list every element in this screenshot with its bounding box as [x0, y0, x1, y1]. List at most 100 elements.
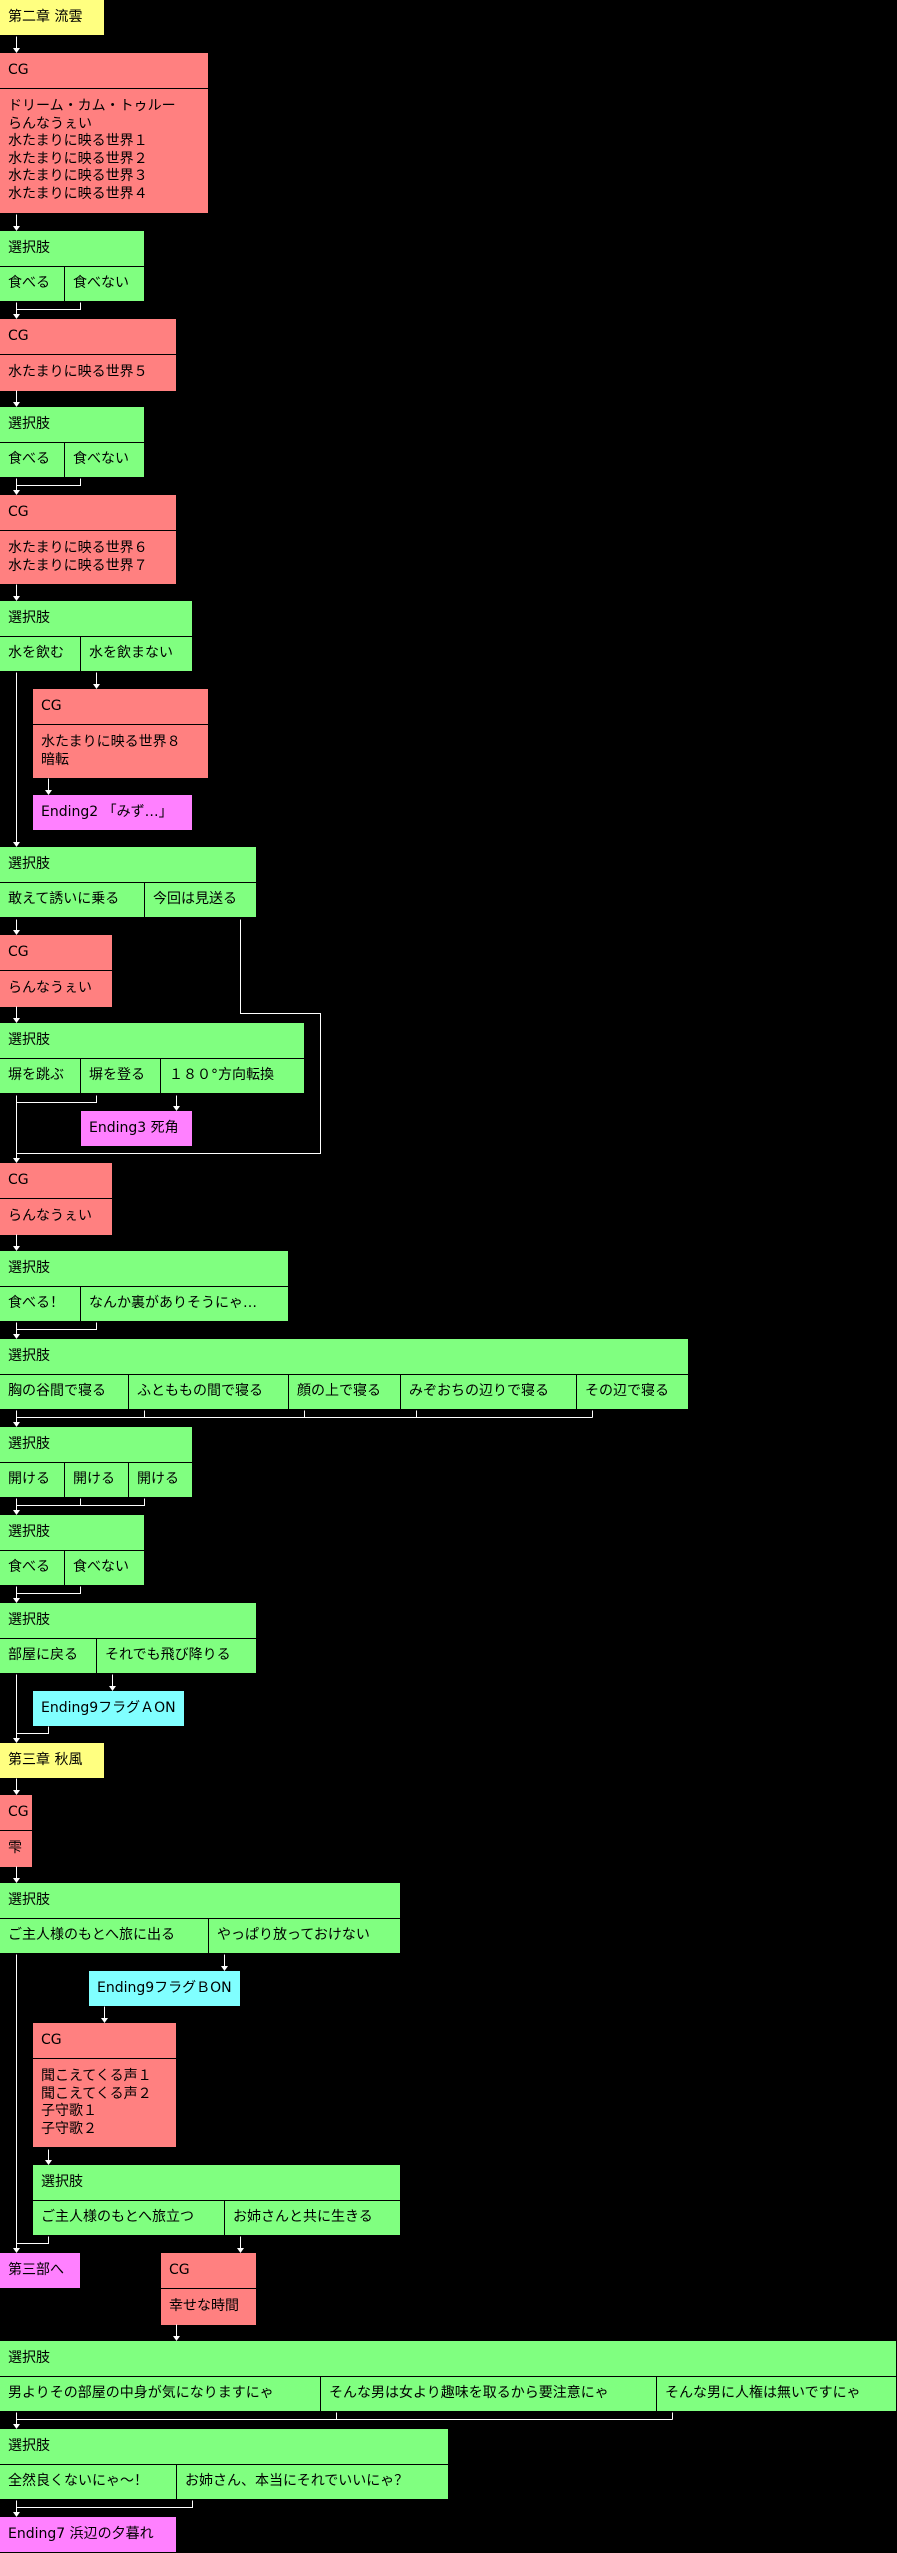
choice-option[interactable]: 食べない — [65, 443, 144, 477]
choice-option[interactable]: ご主人様のもとへ旅立つ — [33, 2201, 224, 2235]
arrowhead-icon — [13, 1738, 20, 1743]
choice-option[interactable]: 食べない — [65, 267, 144, 301]
cg-header: CG — [161, 2253, 256, 2288]
arrowhead-icon — [13, 842, 20, 847]
cg-item: 水たまりに映る世界６ — [8, 540, 148, 556]
cg-item: 聞こえてくる声１ — [41, 2068, 152, 2084]
choice-option[interactable]: 今回は見送る — [145, 883, 256, 917]
chapter-node: 第三章 秋風 — [0, 1743, 104, 1778]
choice-header: 選択肢 — [0, 407, 144, 442]
cg-item: 暗転 — [41, 751, 69, 768]
arrowhead-icon — [13, 2512, 20, 2517]
choice-option[interactable]: ご主人様のもとへ旅に出る — [0, 1919, 208, 1953]
ending-node: Ending3 死角 — [81, 1111, 192, 1146]
choice-header: 選択肢 — [0, 2341, 896, 2376]
choice-option[interactable]: お姉さん、本当にそれでいいにゃ？ — [177, 2465, 448, 2499]
ending-node: 第三部へ — [0, 2253, 80, 2288]
cg-item: らんなうぇい — [8, 115, 92, 132]
flag-node: Ending9フラグＡON — [33, 1691, 184, 1726]
choice-option[interactable]: その辺で寝る — [577, 1375, 688, 1409]
cg-item: 水たまりに映る世界８ — [41, 734, 181, 750]
cg-item: 水たまりに映る世界３ — [8, 168, 148, 185]
cg-item: 雫 — [8, 1840, 22, 1856]
arrowhead-icon — [93, 684, 100, 689]
choice-option[interactable]: なんか裏がありそうにゃ… — [81, 1287, 288, 1321]
flag-node: Ending9フラグＢON — [89, 1971, 240, 2006]
cg-header: CG — [0, 1795, 32, 1830]
choice-option[interactable]: 塀を跳ぶ — [0, 1059, 80, 1093]
arrowhead-icon — [13, 402, 20, 407]
choice-option[interactable]: 食べる — [0, 443, 64, 477]
choice-option[interactable]: 塀を登る — [81, 1059, 160, 1093]
arrowhead-icon — [173, 2336, 180, 2341]
connector-line — [16, 2500, 193, 2508]
cg-header: CG — [0, 1163, 112, 1198]
choice-option[interactable]: 水を飲む — [0, 637, 80, 671]
choice-option[interactable]: そんな男は女より趣味を取るから要注意にゃ — [321, 2377, 656, 2411]
arrowhead-icon — [45, 2160, 52, 2165]
choice-header: 選択肢 — [33, 2165, 400, 2200]
cg-item: 聞こえてくる声２ — [41, 2085, 152, 2102]
arrowhead-icon — [101, 2018, 108, 2023]
choice-option[interactable]: 部屋に戻る — [0, 1639, 96, 1673]
cg-item: らんなうぇい — [8, 980, 92, 996]
choice-option[interactable]: １８０°方向転換 — [161, 1059, 304, 1093]
cg-item: 子守歌２ — [41, 2120, 97, 2137]
choice-option[interactable]: 食べる — [0, 267, 64, 301]
choice-option[interactable]: 敢えて誘いに乗る — [0, 883, 144, 917]
choice-header: 選択肢 — [0, 1023, 304, 1058]
arrowhead-icon — [13, 1422, 20, 1427]
choice-header: 選択肢 — [0, 1339, 688, 1374]
cg-header: CG — [0, 495, 176, 530]
connector-line — [16, 1726, 49, 1734]
cg-item: 水たまりに映る世界７ — [8, 557, 148, 574]
cg-body: らんなうぇい — [0, 1199, 112, 1235]
chapter-node: 第二章 流雲 — [0, 0, 104, 35]
choice-option[interactable]: 開ける — [129, 1463, 192, 1497]
cg-header: CG — [0, 53, 208, 88]
arrowhead-icon — [237, 2248, 244, 2253]
choice-option[interactable]: 水を飲まない — [81, 637, 192, 671]
choice-option[interactable]: 食べる — [0, 1551, 64, 1585]
connector-line — [16, 919, 321, 1154]
connector-line — [16, 1498, 145, 1506]
choice-option[interactable]: ふとももの間で寝る — [129, 1375, 288, 1409]
choice-option[interactable]: 顔の上で寝る — [289, 1375, 400, 1409]
cg-item: 子守歌１ — [41, 2103, 97, 2120]
cg-body: 幸せな時間 — [161, 2289, 256, 2325]
cg-body: らんなうぇい — [0, 971, 112, 1007]
choice-option[interactable]: 開ける — [65, 1463, 128, 1497]
choice-option[interactable]: やっぱり放っておけない — [209, 1919, 400, 1953]
choice-header: 選択肢 — [0, 1515, 144, 1550]
arrowhead-icon — [13, 1018, 20, 1023]
arrowhead-icon — [13, 1158, 20, 1163]
choice-option[interactable]: 胸の谷間で寝る — [0, 1375, 128, 1409]
arrowhead-icon — [13, 596, 20, 601]
choice-option[interactable]: 食べる！ — [0, 1287, 80, 1321]
choice-option[interactable]: それでも飛び降りる — [97, 1639, 256, 1673]
choice-header: 選択肢 — [0, 1603, 256, 1638]
choice-option[interactable]: 男よりその部屋の中身が気になりますにゃ — [0, 2377, 320, 2411]
cg-item: 幸せな時間 — [169, 2298, 239, 2314]
choice-option[interactable]: 全然良くないにゃ〜！ — [0, 2465, 176, 2499]
cg-header: CG — [0, 319, 176, 354]
choice-option[interactable]: みぞおちの辺りで寝る — [401, 1375, 576, 1409]
connector-line — [16, 1322, 97, 1330]
choice-option[interactable]: 食べない — [65, 1551, 144, 1585]
choice-header: 選択肢 — [0, 1251, 288, 1286]
arrowhead-icon — [13, 1334, 20, 1339]
choice-header: 選択肢 — [0, 231, 144, 266]
choice-option[interactable]: お姉さんと共に生きる — [225, 2201, 400, 2235]
arrowhead-icon — [45, 790, 52, 795]
choice-option[interactable]: 開ける — [0, 1463, 64, 1497]
connector-line — [16, 1095, 97, 1103]
choice-header: 選択肢 — [0, 1883, 400, 1918]
cg-header: CG — [0, 935, 112, 970]
cg-item: 水たまりに映る世界２ — [8, 150, 148, 167]
connector-line — [16, 478, 81, 486]
choice-option[interactable]: そんな男に人権は無いですにゃ — [657, 2377, 896, 2411]
arrowhead-icon — [13, 2424, 20, 2429]
arrowhead-icon — [13, 1246, 20, 1251]
